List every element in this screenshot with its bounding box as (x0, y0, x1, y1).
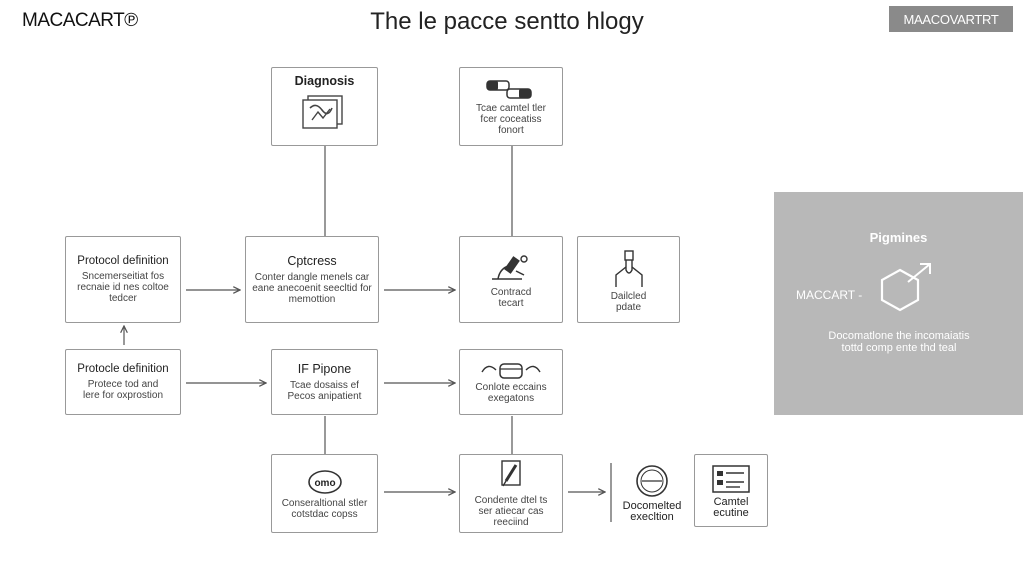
node-text: Dailcled pdate (610, 290, 647, 313)
node-text: Conlote eccains exegatons (475, 382, 547, 404)
node-title: Protocol definition (77, 255, 169, 267)
test-tube-icon (614, 249, 643, 287)
node-text: Tcae camtel tler fcer coceatiss fonort (475, 103, 547, 136)
syringe-icon (501, 460, 521, 487)
node-protocol-definition-2[interactable]: Protocle definition Protece tod and lere… (65, 349, 181, 415)
brand-logo: MACACART℗ (22, 10, 138, 31)
node-text: Conter dangle menels car eane anecoenit … (252, 272, 372, 305)
node-complete-executions[interactable]: Conlote eccains exegatons (459, 349, 563, 415)
node-contracted-report[interactable]: Contracd tecart (459, 236, 563, 323)
panel-brand: MACCART - (796, 288, 863, 302)
node-form[interactable]: Tcae camtel tler fcer coceatiss fonort (459, 67, 563, 146)
node-if-pipone[interactable]: IF Pipone Tcae dosaiss ef Pecos anipatie… (271, 349, 378, 415)
panel-title: Pigmines (869, 230, 928, 245)
hexagon-arrow-icon (880, 263, 931, 312)
capsule-icon (481, 363, 541, 379)
node-text: Protece tod and lere for oxprostion (82, 379, 164, 401)
clock-icon (636, 465, 668, 497)
node-documented-execution[interactable]: Docomelted execltion (615, 460, 689, 526)
node-text: Sncemerseitiat fos recnaie id nes coltoe… (77, 271, 169, 304)
node-detailed-update[interactable]: Dailcled pdate (577, 236, 680, 323)
node-protocol-definition-1[interactable]: Protocol definition Sncemerseitiat fos r… (65, 236, 181, 323)
node-title: Protocle definition (77, 363, 169, 375)
documents-icon (301, 95, 343, 129)
side-panel: Pigmines MACCART - Docomatlone the incom… (774, 192, 1023, 415)
svg-text:omo: omo (314, 478, 335, 489)
node-text: Camtel ecutine (713, 495, 749, 519)
pills-icon (486, 80, 532, 99)
node-control-executive[interactable]: Camtel ecutine (694, 454, 768, 527)
node-title: Diagnosis (294, 74, 355, 88)
node-conservational[interactable]: omo Conseraltional stler cotstdac copss (271, 454, 378, 533)
checklist-icon (712, 464, 750, 493)
node-text: Condente dtel ts ser atiecar cas reeciin… (474, 495, 548, 528)
node-title: IF Pipone (297, 362, 352, 376)
gauge-icon: omo (307, 469, 342, 494)
node-text: Contracd tecart (490, 286, 532, 309)
brand-badge: MAACOVARTRT (889, 6, 1013, 32)
node-text: Conseraltional stler cotstdac copss (281, 497, 368, 520)
node-cptcress[interactable]: Cptcress Conter dangle menels car eane a… (245, 236, 379, 323)
panel-text: Docomatlone the incomaiatis tottd comp e… (828, 330, 970, 354)
node-text: Docomelted execltion (622, 500, 682, 523)
node-text: Tcae dosaiss ef Pecos anipatient (287, 380, 362, 402)
node-title: Cptcress (287, 254, 337, 268)
microscope-icon (492, 254, 528, 280)
node-conducted[interactable]: Condente dtel ts ser atiecar cas reeciin… (459, 454, 563, 533)
node-diagnosis[interactable]: Diagnosis (271, 67, 378, 146)
page-title: The le pacce sentto hlogy (370, 8, 644, 35)
